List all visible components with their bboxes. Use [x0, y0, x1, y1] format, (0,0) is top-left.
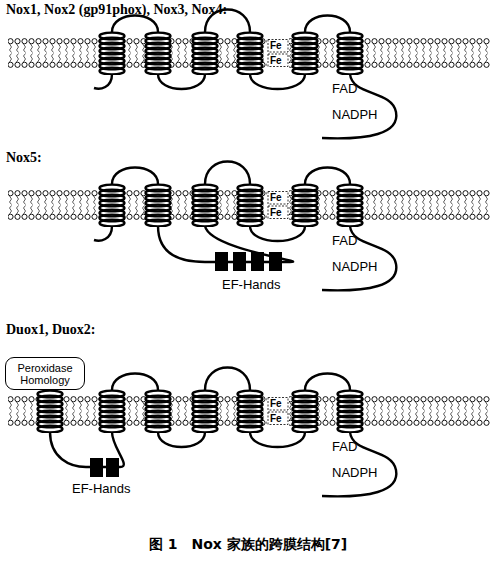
- cofactor-label: NADPH: [332, 260, 378, 274]
- transmembrane-helix: [293, 185, 318, 227]
- transmembrane-helix: [100, 185, 125, 227]
- peptide-chain: [158, 74, 205, 89]
- figure-caption: 图 1 Nox 家族的跨膜结构[7]: [0, 536, 496, 554]
- transmembrane-helix: [338, 185, 363, 227]
- iron-label: Fe: [270, 413, 282, 424]
- peptide-chain: [205, 368, 250, 391]
- heme-box: [268, 40, 288, 53]
- heme-gap: [267, 190, 289, 220]
- peptide-chain: [322, 226, 396, 290]
- transmembrane-helix: [238, 185, 263, 227]
- cofactor-label: FAD: [332, 82, 357, 96]
- transmembrane-helix: [146, 391, 171, 433]
- ef-hand-block: [233, 252, 246, 271]
- peptide-chain: [94, 226, 112, 241]
- transmembrane-helix: [238, 33, 263, 75]
- peptide-chain: [112, 168, 158, 185]
- transmembrane-helix: [338, 33, 363, 75]
- protein-panel: [8, 162, 490, 291]
- ef-hand-block: [251, 252, 264, 271]
- peptide-chain: [94, 74, 112, 89]
- heme-gap: [267, 38, 289, 68]
- transmembrane-helix: [100, 33, 125, 75]
- peptide-chain: [158, 432, 205, 447]
- peptide-chain: [205, 162, 250, 185]
- heme-gap: [267, 396, 289, 426]
- peptide-chain: [305, 374, 350, 391]
- panel-heading: Nox1, Nox2 (gp91phox), Nox3, Nox4:: [6, 2, 227, 17]
- transmembrane-helix: [146, 185, 171, 227]
- transmembrane-helix: [293, 33, 318, 75]
- domain-name: Peroxidase Homology: [9, 362, 81, 386]
- peptide-chain: [250, 432, 305, 447]
- ef-hand-block: [106, 458, 119, 477]
- peptide-chain: [250, 74, 305, 89]
- peptide-chain: [305, 168, 350, 185]
- peptide-chain: [322, 74, 396, 138]
- transmembrane-helix: [38, 391, 63, 433]
- cofactor-label: NADPH: [332, 466, 378, 480]
- iron-label: Fe: [270, 207, 282, 218]
- transmembrane-helix: [193, 33, 218, 75]
- transmembrane-helix: [238, 391, 263, 433]
- transmembrane-helix: [293, 391, 318, 433]
- heme-box: [268, 412, 288, 425]
- transmembrane-helix: [146, 33, 171, 75]
- peptide-chain: [322, 432, 396, 496]
- cofactor-label: FAD: [332, 440, 357, 454]
- transmembrane-helix: [100, 391, 125, 433]
- cofactor-label: FAD: [332, 234, 357, 248]
- ef-hand-block: [215, 252, 228, 271]
- iron-label: Fe: [270, 398, 282, 409]
- protein-panel: [8, 10, 490, 139]
- peptide-chain: [112, 16, 158, 33]
- iron-label: Fe: [270, 192, 282, 203]
- transmembrane-helix: [338, 391, 363, 433]
- iron-label: Fe: [270, 40, 282, 51]
- heme-box: [268, 398, 288, 411]
- ef-hand-block: [269, 252, 282, 271]
- cofactor-label: NADPH: [332, 108, 378, 122]
- panel-heading: Duox1, Duox2:: [6, 322, 95, 337]
- iron-label: Fe: [270, 55, 282, 66]
- domain-label: EF-Hands: [222, 278, 281, 292]
- domain-label: EF-Hands: [72, 482, 131, 496]
- peptide-chain: [250, 226, 305, 241]
- heme-box: [268, 206, 288, 219]
- transmembrane-helix: [193, 185, 218, 227]
- domain-box: Peroxidase Homology: [5, 357, 85, 390]
- ef-hand-block: [90, 458, 103, 477]
- transmembrane-helix: [193, 391, 218, 433]
- heme-box: [268, 54, 288, 67]
- peptide-chain: [112, 374, 158, 391]
- panel-heading: Nox5:: [6, 150, 42, 165]
- heme-box: [268, 192, 288, 205]
- peptide-chain: [305, 16, 350, 33]
